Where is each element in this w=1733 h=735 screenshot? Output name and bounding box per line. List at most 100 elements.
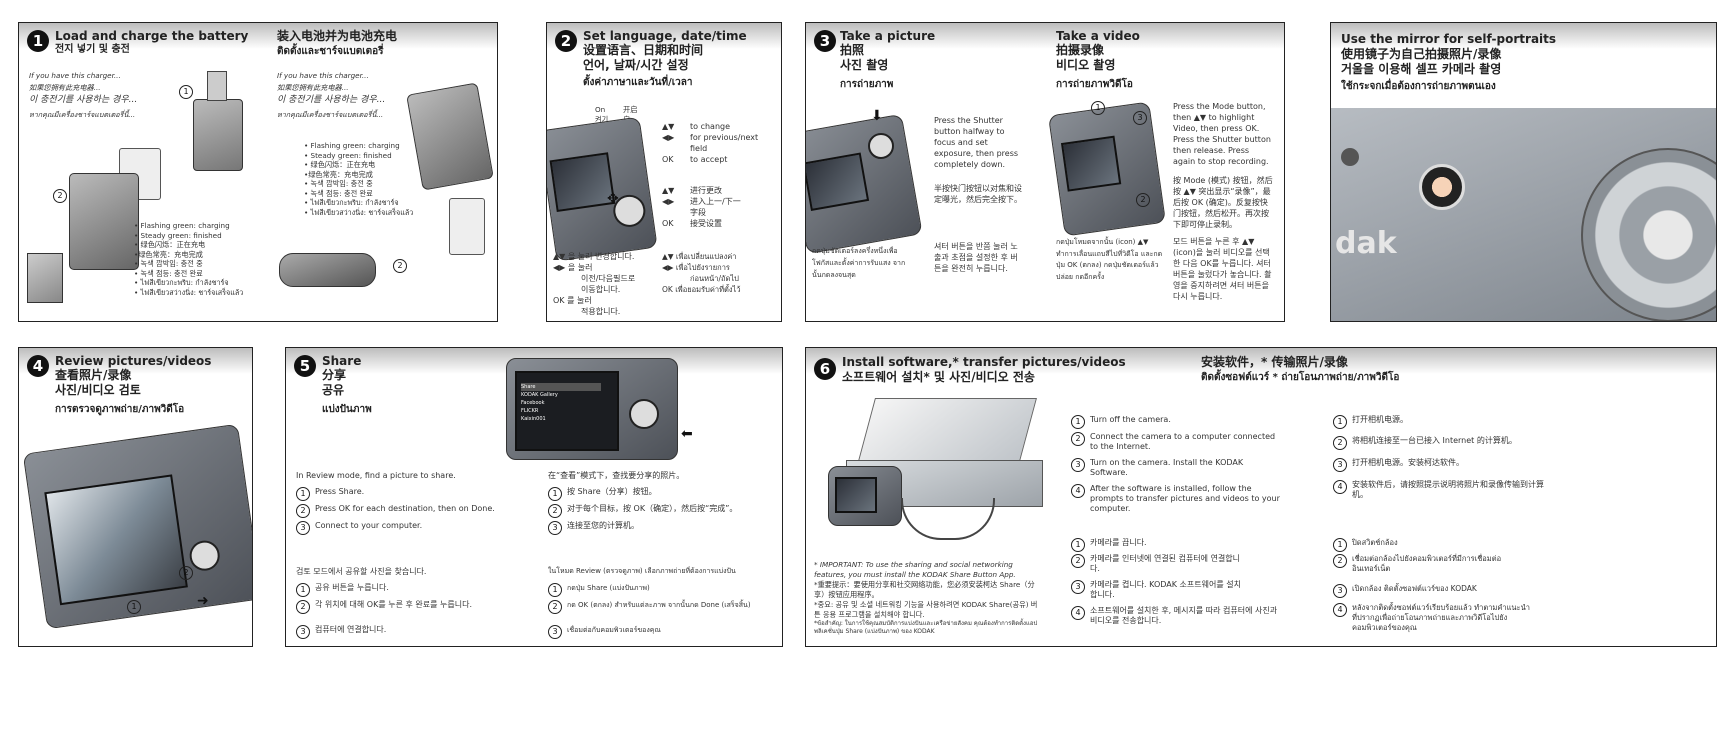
menu-item-kaixin001[interactable]: Kaixin001	[521, 416, 546, 422]
num-3: 3	[1071, 458, 1085, 472]
ko-line: 이동합니다.	[581, 285, 621, 294]
num-4: 4	[1071, 484, 1085, 498]
step-text: 将相机连接至一台已接入 Internet 的计算机。	[1352, 436, 1517, 445]
num-3: 3	[548, 625, 562, 639]
title-zh: 拍照	[840, 43, 865, 57]
num-3: 3	[1071, 580, 1085, 594]
important-note-th: *ข้อสำคัญ: ในการใช้คุณสมบัติการแบ่งปันแล…	[814, 620, 1038, 635]
key-desc: for previous/next	[690, 133, 759, 142]
step-text: 공유 버튼을 누릅니다.	[315, 583, 389, 592]
title-ko: 사진 촬영	[840, 58, 889, 72]
step-text: 카메라를 끕니다.	[1090, 538, 1147, 547]
camera-screen	[835, 477, 877, 513]
led-line: • 녹색 점등: 충전 완료	[134, 268, 203, 278]
th-line: ก่อนหน้า/ถัดไป	[690, 274, 739, 283]
led-line: • 녹색 깜박임: 충전 중	[134, 259, 203, 268]
video-text-ko: 모드 버튼을 누른 후 ▲▼ (icon)을 눌러 비디오를 선택한 다음 OK…	[1173, 237, 1272, 301]
title-ko: 거울을 이용해 셀프 카메라 촬영	[1341, 62, 1502, 76]
title-th: การตรวจดูภาพถ่าย/ภาพวิดีโอ	[55, 404, 185, 415]
key-desc: to accept	[690, 155, 728, 164]
num-2: 2	[548, 600, 562, 614]
share-button-arrow-icon: ⬅	[681, 426, 693, 442]
title-en: Install software,* transfer pictures/vid…	[842, 355, 1126, 369]
charger-note-en-b: If you have this charger...	[277, 71, 369, 80]
num-4: 4	[1333, 603, 1347, 617]
step-text: ปิดสวิตช์กล้อง	[1352, 538, 1398, 547]
title-th: ติดตั้งและชาร์จแบตเตอรี่	[277, 46, 384, 57]
mirror-icon	[1419, 164, 1465, 210]
callout-1: 1	[179, 85, 193, 99]
menu-item-share[interactable]: Share	[521, 383, 601, 391]
ko-key-legend: ▲▼ 을 눌러 변경합니다. ◀▶ 을 눌러 이전/다음필드로 이동합니다. O…	[553, 251, 658, 317]
ko-line: ▲▼ 을 눌러 변경합니다.	[553, 252, 635, 261]
led-line: •绿色常亮：充电完成	[134, 249, 203, 259]
key: ▲▼	[662, 122, 675, 131]
step-text: 소프트웨어를 설치한 후, 메시지를 따라 컴퓨터에 사진과 비디오를 전송합니…	[1090, 606, 1278, 625]
charger-note-ko: 이 충전기를 사용하는 경우...	[29, 95, 138, 105]
panel-install-software: 6 Install software,* transfer pictures/v…	[805, 347, 1717, 647]
th-line: ▲▼ เพื่อเปลี่ยนแปลงค่า	[662, 252, 737, 261]
share-menu-screen: Share KODAK Gallery Facebook FLICKR Kaix…	[515, 371, 619, 451]
camera-share-illustration: Share KODAK Gallery Facebook FLICKR Kaix…	[506, 358, 678, 460]
video-title-en: Take a video	[1056, 29, 1140, 43]
title-ko: 언어, 날짜/시간 설정	[583, 58, 689, 72]
step-text: 打开相机电源。安装柯达软件。	[1352, 458, 1464, 467]
callout-2: 2	[1136, 193, 1150, 207]
step-number-1: 1	[27, 30, 49, 52]
title-zh: 装入电池并为电池充电	[277, 29, 398, 43]
panel-set-language: 2 Set language, date/time 设置语言、日期和时间 언어,…	[546, 22, 782, 322]
panel-header	[1331, 23, 1716, 49]
title-zh: 查看照片/录像	[55, 368, 132, 382]
menu-item-facebook[interactable]: Facebook	[521, 400, 545, 406]
title-zh: 安装软件，* 传输照片/录像	[1201, 355, 1348, 369]
shutter-button-icon	[868, 133, 894, 159]
title-zh: 使用镜子为自己拍摄照片/录像	[1341, 47, 1502, 61]
led-line: • Steady green: finished	[304, 150, 392, 160]
step-text: หลังจากติดตั้งซอฟต์แวร์เรียบร้อยแล้ว ทำต…	[1352, 603, 1530, 632]
on-zh: 开启	[623, 105, 638, 114]
title-ko: 사진/비디오 검토	[55, 383, 141, 397]
charger-note-th: หากคุณมีเครื่องชาร์จแบตเตอรี่นี้...	[29, 110, 136, 119]
key-desc: 进入上一/下一	[690, 197, 741, 206]
camera-screen	[806, 152, 870, 211]
menu-item-flickr[interactable]: FLICKR	[521, 408, 539, 414]
step-text: Turn off the camera.	[1090, 415, 1171, 424]
title-ko: 전지 넣기 및 충전	[55, 44, 130, 55]
led-line: • Flashing green: charging	[304, 141, 400, 150]
step-text: เชื่อมต่อกล้องไปยังคอมพิวเตอร์ที่มีการเช…	[1352, 554, 1502, 573]
num-2: 2	[1071, 554, 1085, 568]
led-line: • Flashing green: charging	[134, 221, 230, 230]
step-text: เชื่อมต่อกับคอมพิวเตอร์ของคุณ	[567, 626, 661, 634]
title-zh: 设置语言、日期和时间	[583, 43, 704, 57]
step-text: 打开相机电源。	[1352, 415, 1408, 424]
ko-line: ◀▶ 을 눌러	[553, 263, 593, 272]
share-intro-ko: 검토 모드에서 공유할 사진을 찾습니다.	[296, 567, 427, 576]
menu-item-kodak-gallery[interactable]: KODAK Gallery	[521, 392, 558, 398]
step-number-5: 5	[294, 355, 316, 377]
panel-mirror: Use the mirror for self-portraits 使用镜子为自…	[1330, 22, 1717, 322]
picture-text-en: Press the Shutter button halfway to focu…	[934, 116, 1019, 169]
num-3: 3	[296, 625, 310, 639]
battery-icon	[27, 253, 63, 303]
num-1: 1	[548, 583, 562, 597]
num-3: 3	[548, 521, 562, 535]
title-ko: 소프트웨어 설치* 및 사진/비디오 전송	[842, 370, 1035, 384]
panel-header	[806, 348, 1716, 374]
camera-back-illustration	[547, 116, 658, 262]
led-line: • 绿色闪烁：正在充电	[134, 240, 206, 249]
step-text: After the software is installed, follow …	[1090, 484, 1280, 513]
on-label: On 켜기	[595, 105, 608, 124]
usb-charger-cable-illustration	[279, 253, 376, 287]
important-note-zh: *重要提示：要使用分享和社交网络功能，您必须安装柯达 Share（分享）按钮应用…	[814, 580, 1035, 599]
step-text: Connect to your computer.	[315, 521, 423, 530]
